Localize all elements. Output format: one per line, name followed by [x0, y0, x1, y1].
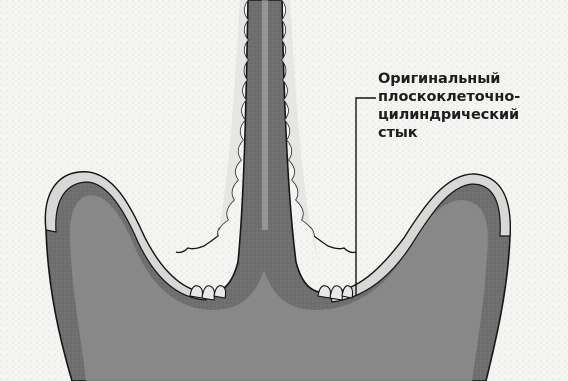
annotation-line-1: Оригинальный — [378, 70, 566, 88]
annotation-line-2: плоскоклеточно- — [378, 88, 566, 106]
junction-annotation: Оригинальный плоскоклеточно- цилиндричес… — [378, 70, 566, 142]
endocervical-canal — [262, 0, 268, 230]
annotation-line-3: цилиндрический — [378, 106, 566, 124]
annotation-line-4: стык — [378, 124, 566, 142]
